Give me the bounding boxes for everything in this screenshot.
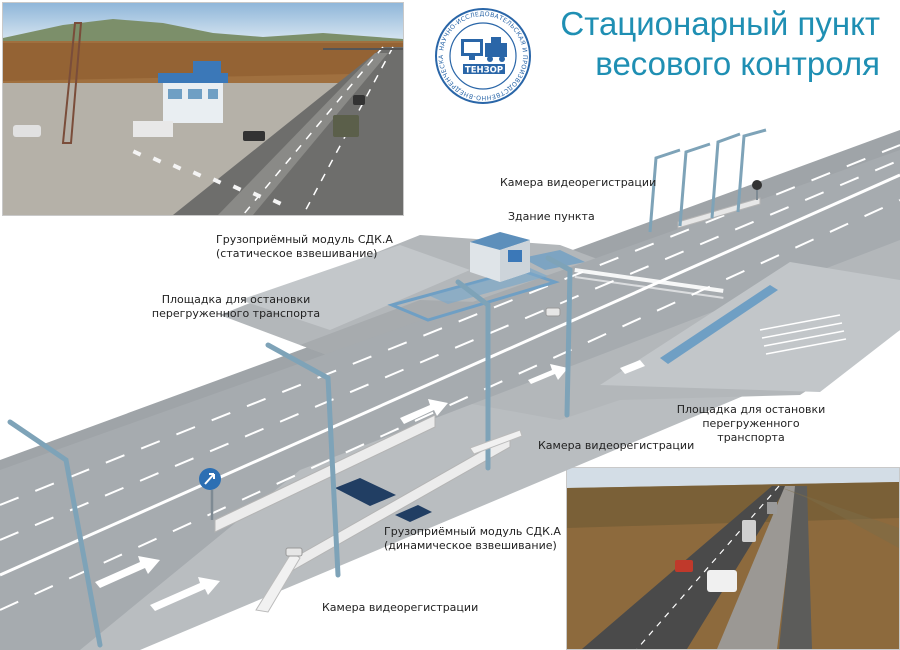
label-static-module: Грузоприёмный модуль СДК.А (статическое … bbox=[216, 233, 393, 261]
label-stop-area-left: Площадка для остановки перегруженного тр… bbox=[150, 293, 322, 321]
camera-icon bbox=[469, 429, 523, 455]
static-scale-module bbox=[387, 268, 560, 322]
stop-area-right bbox=[600, 262, 900, 392]
stop-area-left bbox=[240, 245, 470, 330]
label-stop-area-right: Площадка для остановки перегруженного тр… bbox=[668, 403, 834, 445]
camera-icon bbox=[545, 307, 561, 317]
checkpoint-building bbox=[470, 232, 530, 282]
label-stop-area-left-line2: перегруженного транспорта bbox=[151, 307, 321, 320]
title-line-2: весового контроля bbox=[595, 45, 880, 82]
page-title: Стационарный пункт весового контроля bbox=[540, 4, 880, 84]
label-stop-area-right-line1: Площадка для остановки bbox=[676, 403, 826, 416]
dynamic-scale-module bbox=[335, 478, 396, 506]
label-dynamic-module-line2: (динамическое взвешивание) bbox=[384, 539, 557, 552]
label-static-module-line2: (статическое взвешивание) bbox=[216, 247, 378, 260]
title-line-1: Стационарный пункт bbox=[560, 5, 880, 42]
road-arrows bbox=[95, 360, 645, 611]
road-sign bbox=[199, 468, 221, 520]
label-camera-bottom: Камера видеорегистрации bbox=[322, 601, 479, 614]
label-dynamic-module: Грузоприёмный модуль СДК.А (динамическое… bbox=[384, 525, 561, 553]
label-stop-area-right-line2: перегруженного транспорта bbox=[702, 417, 800, 444]
photo-bottom-right bbox=[566, 467, 900, 650]
photo-top-left bbox=[2, 2, 404, 216]
label-camera-top: Камера видеорегистрации bbox=[500, 176, 657, 189]
label-building: Здание пункта bbox=[508, 210, 595, 223]
hatching-right bbox=[759, 314, 847, 355]
tenzor-logo: НАУЧНО-ИССЛЕДОВАТЕЛЬСКАЯ И ПРОИЗВОДСТВЕН… bbox=[430, 1, 533, 106]
right-scale-pad bbox=[660, 285, 778, 364]
label-camera-middle: Камера видеорегистрации bbox=[538, 439, 695, 452]
label-stop-area-left-line1: Площадка для остановки bbox=[161, 293, 311, 306]
logo-name: ТЕНЗОР bbox=[465, 66, 503, 76]
far-road-sign bbox=[752, 180, 762, 200]
crosswalk bbox=[574, 268, 724, 299]
camera-icon bbox=[255, 547, 303, 613]
label-dynamic-module-line1: Грузоприёмный модуль СДК.А bbox=[384, 525, 561, 538]
light-poles bbox=[7, 255, 573, 648]
label-static-module-line1: Грузоприёмный модуль СДК.А bbox=[216, 233, 393, 246]
far-light-poles bbox=[648, 128, 767, 233]
